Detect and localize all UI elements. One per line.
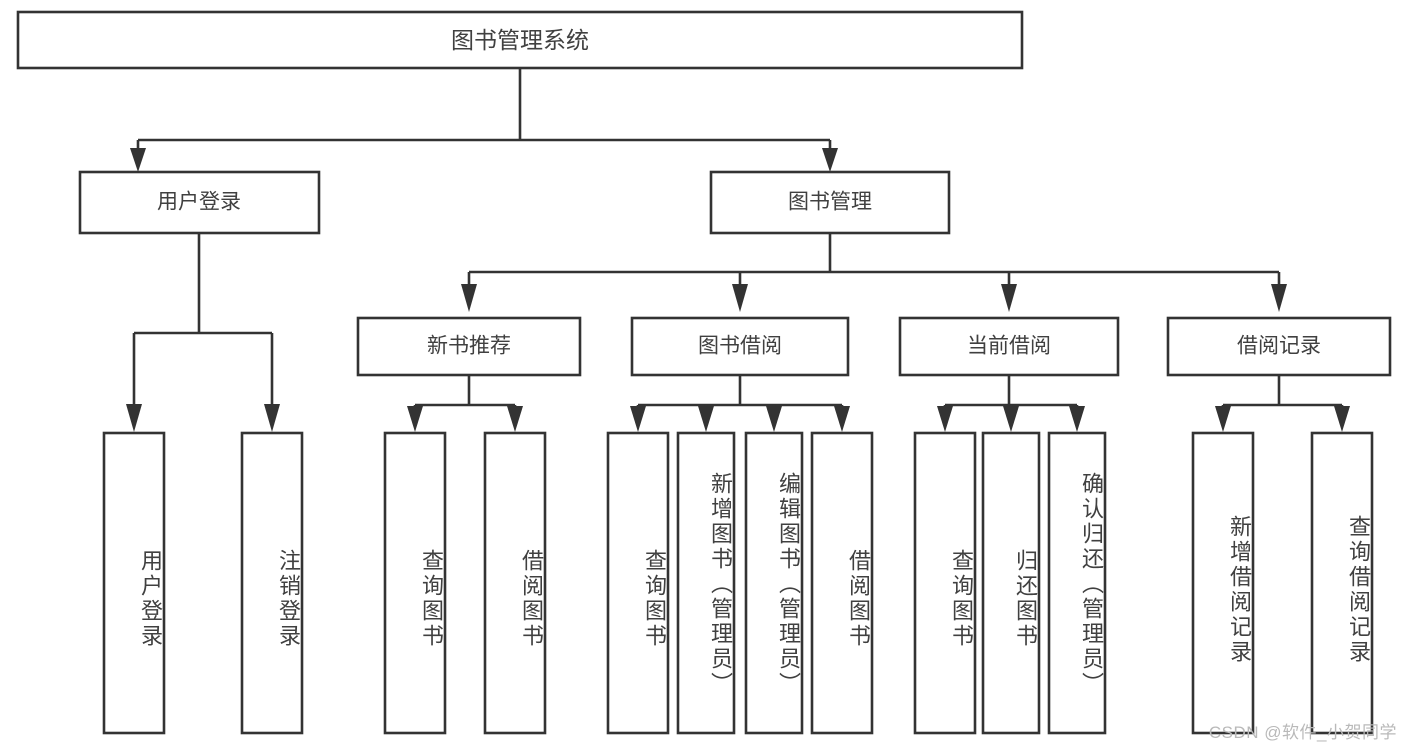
leaf-box-bb-add-book-admin[interactable]	[676, 431, 736, 735]
node-book-management-box[interactable]	[709, 170, 951, 235]
arrow-head-nbr-leaf-1	[407, 406, 423, 432]
leaf-box-cb-query-book[interactable]	[913, 431, 977, 735]
leaf-box-br-query-record[interactable]	[1310, 431, 1374, 735]
arrow-head-br-leaf-2	[1334, 406, 1350, 432]
leaf-box-bb-edit-book-admin[interactable]	[744, 431, 804, 735]
connector-group-new-book-recommend	[407, 375, 523, 432]
arrow-head-cb-leaf-1	[937, 406, 953, 432]
node-book-management-label: 图书管理	[788, 191, 872, 214]
connector-group-book-borrow	[630, 375, 850, 432]
node-borrow-record-label: 借阅记录	[1237, 335, 1321, 358]
node-new-book-recommend-box[interactable]	[356, 316, 582, 377]
leaf-box-br-add-record[interactable]	[1191, 431, 1255, 735]
connector-group-borrow-record	[1215, 375, 1350, 432]
leaf-box-nbr-query-book[interactable]	[383, 431, 447, 735]
node-new-book-recommend-label: 新书推荐	[427, 335, 511, 358]
leaf-box-user-login[interactable]	[102, 431, 166, 735]
leaf-box-bb-query-book[interactable]	[606, 431, 670, 735]
node-user-login-box[interactable]	[78, 170, 321, 235]
arrow-head-book-borrow	[732, 284, 748, 312]
leaf-box-logout[interactable]	[240, 431, 304, 735]
arrow-head-user-login	[130, 148, 146, 172]
arrow-head-br-leaf-1	[1215, 406, 1231, 432]
arrow-head-borrow-record	[1271, 284, 1287, 312]
arrow-head-book-mgmt	[822, 148, 838, 172]
arrow-head-leaf-logout	[264, 404, 280, 432]
connector-group-current-borrow	[937, 375, 1085, 432]
node-book-management[interactable]: 图书管理	[709, 170, 951, 235]
leaf-box-bb-borrow-book[interactable]	[810, 431, 874, 735]
node-current-borrow-label: 当前借阅	[967, 335, 1051, 358]
node-user-login-label: 用户登录	[157, 191, 241, 214]
node-book-borrow[interactable]: 图书借阅	[630, 316, 850, 377]
connector-group-book-mgmt	[461, 233, 1287, 312]
node-current-borrow-box[interactable]	[898, 316, 1120, 377]
arrow-head-cb-leaf-2	[1003, 406, 1019, 432]
node-root-system-label: 图书管理系统	[451, 27, 589, 53]
arrow-head-current-borrow	[1001, 284, 1017, 312]
connector-group-root	[130, 68, 838, 172]
node-root-system-box[interactable]	[16, 10, 1024, 70]
arrow-head-cb-leaf-3	[1069, 406, 1085, 432]
node-book-borrow-box[interactable]	[630, 316, 850, 377]
arrow-head-bb-leaf-3	[766, 406, 782, 432]
arrow-head-nbr-leaf-2	[507, 406, 523, 432]
node-user-login[interactable]: 用户登录	[78, 170, 321, 235]
csdn-watermark: CSDN @软件_小贺同学	[1208, 723, 1397, 742]
connector-group-user-login	[126, 233, 280, 432]
arrow-head-leaf-user-login	[126, 404, 142, 432]
node-borrow-record-box[interactable]	[1166, 316, 1392, 377]
node-current-borrow[interactable]: 当前借阅	[898, 316, 1120, 377]
leaf-box-nbr-borrow-book[interactable]	[483, 431, 547, 735]
arrow-head-bb-leaf-2	[698, 406, 714, 432]
leaf-box-cb-return-book[interactable]	[981, 431, 1041, 735]
arrow-head-new-book-recommend	[461, 284, 477, 312]
node-borrow-record[interactable]: 借阅记录	[1166, 316, 1392, 377]
node-new-book-recommend[interactable]: 新书推荐	[356, 316, 582, 377]
leaf-box-cb-confirm-return-admin[interactable]	[1047, 431, 1107, 735]
node-book-borrow-label: 图书借阅	[698, 335, 782, 358]
arrow-head-bb-leaf-4	[834, 406, 850, 432]
leaf-box-group	[102, 431, 1374, 735]
arrow-head-bb-leaf-1	[630, 406, 646, 432]
node-root-system[interactable]: 图书管理系统	[16, 10, 1024, 70]
